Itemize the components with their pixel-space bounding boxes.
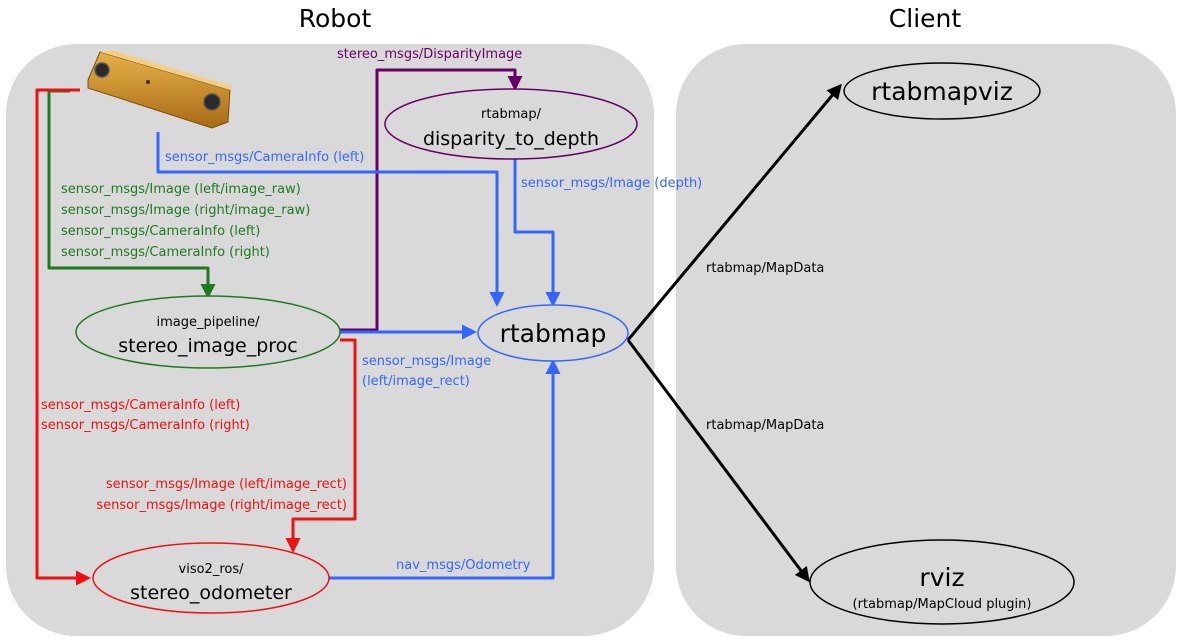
edge-depth-image bbox=[513, 158, 561, 307]
node-label: rtabmap bbox=[500, 319, 607, 348]
client-title: Client bbox=[889, 4, 962, 33]
label-caminfo-red-1: sensor_msgs/CameraInfo (right) bbox=[41, 418, 250, 433]
label-mapdata-rviz: rtabmap/MapData bbox=[706, 418, 824, 433]
label-disparity-image: stereo_msgs/DisparityImage bbox=[337, 47, 522, 62]
label-raw-3: sensor_msgs/CameraInfo (right) bbox=[61, 245, 270, 260]
node-rtabmap[interactable]: rtabmap bbox=[477, 304, 629, 362]
stereo-camera-icon bbox=[87, 50, 232, 129]
node-stereo-odometer[interactable]: viso2_ros/ stereo_odometer bbox=[92, 542, 330, 614]
edge-disparity-image bbox=[340, 68, 523, 332]
node-sublabel: (rtabmap/MapCloud plugin) bbox=[853, 597, 1032, 612]
edge-camera-info-left bbox=[156, 132, 505, 307]
node-label: rtabmapviz bbox=[871, 77, 1013, 106]
node-label: stereo_odometer bbox=[130, 582, 292, 604]
node-stereo-image-proc[interactable]: image_pipeline/ stereo_image_proc bbox=[75, 295, 341, 369]
label-depth-image: sensor_msgs/Image (depth) bbox=[521, 176, 702, 191]
edge-camera-info-red bbox=[35, 88, 91, 586]
edge-odometry bbox=[328, 359, 561, 580]
edge-rect-red bbox=[285, 338, 357, 553]
node-prefix: image_pipeline/ bbox=[157, 315, 261, 330]
label-raw-2: sensor_msgs/CameraInfo (left) bbox=[61, 224, 260, 239]
robot-title: Robot bbox=[299, 4, 372, 33]
label-camera-info-left: sensor_msgs/CameraInfo (left) bbox=[165, 150, 364, 165]
node-prefix: viso2_ros/ bbox=[179, 562, 245, 577]
node-label: disparity_to_depth bbox=[423, 128, 599, 150]
label-rect-red-0: sensor_msgs/Image (left/image_rect) bbox=[106, 477, 347, 492]
node-prefix: rtabmap/ bbox=[481, 107, 542, 122]
client-panel bbox=[676, 44, 1176, 636]
label-mapdata-viz: rtabmap/MapData bbox=[706, 261, 824, 276]
label-rect-red-1: sensor_msgs/Image (right/image_rect) bbox=[96, 498, 347, 513]
node-rtabmapviz[interactable]: rtabmapviz bbox=[843, 62, 1041, 120]
node-label: rviz bbox=[919, 563, 964, 592]
edge-mapdata-viz bbox=[626, 83, 842, 341]
label-raw-0: sensor_msgs/Image (left/image_raw) bbox=[61, 182, 301, 197]
label-rect-left-0: sensor_msgs/Image bbox=[362, 354, 491, 369]
edge-mapdata-rviz bbox=[626, 339, 810, 583]
label-raw-1: sensor_msgs/Image (right/image_raw) bbox=[61, 203, 310, 218]
label-caminfo-red-0: sensor_msgs/CameraInfo (left) bbox=[41, 398, 240, 413]
label-rect-left-1: (left/image_rect) bbox=[362, 374, 470, 389]
label-odometry: nav_msgs/Odometry bbox=[396, 558, 531, 573]
node-label: stereo_image_proc bbox=[118, 335, 297, 357]
node-disparity-to-depth[interactable]: rtabmap/ disparity_to_depth bbox=[384, 88, 638, 160]
node-rviz[interactable]: rviz (rtabmap/MapCloud plugin) bbox=[809, 539, 1075, 625]
